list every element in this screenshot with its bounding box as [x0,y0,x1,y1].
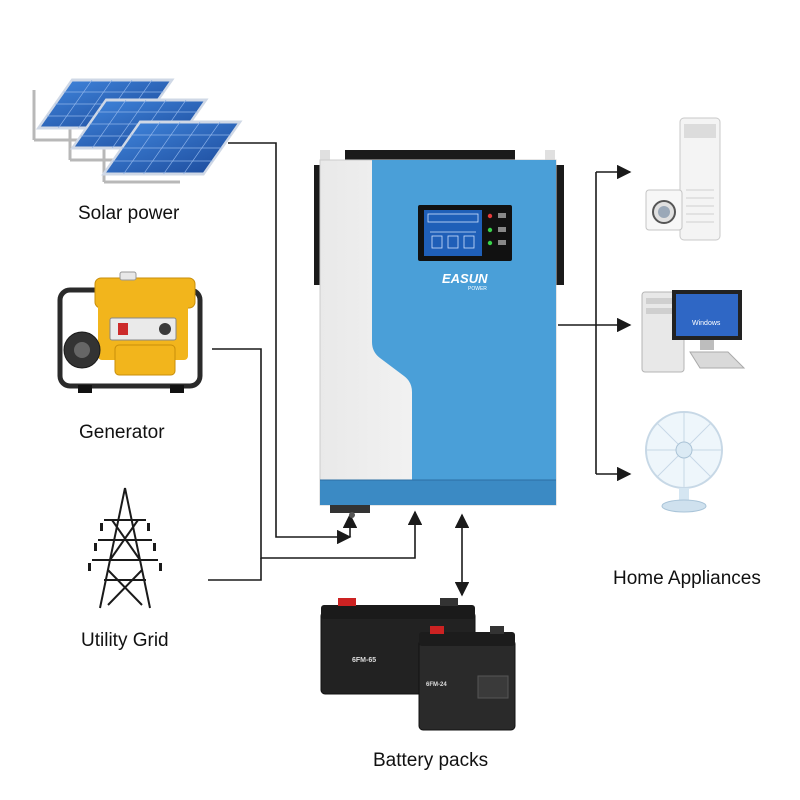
solar-power-label: Solar power [78,203,180,224]
inverter-lcd-screen [424,210,482,256]
generator-icon [57,271,203,393]
generator-label: Generator [79,422,165,443]
battery-packs-label: Battery packs [373,750,489,771]
air-conditioner-icon [679,117,721,241]
battery-large-model: 6FM-65 [352,657,376,664]
utility-grid-label: Utility Grid [81,630,169,651]
utility-tower-icon [88,487,162,609]
connection-lines [208,142,632,597]
inverter-brand: EASUN [442,271,488,286]
washing-machine-icon [645,189,683,231]
solar-panels-icon [32,78,243,184]
battery-small-icon: 6FM-24 [418,626,516,731]
computer-icon: Windows [641,290,746,373]
line-solar [228,142,352,545]
inverter-unit: EASUN POWER [314,150,564,518]
home-appliances-label: Home Appliances [613,568,761,589]
line-grid [208,558,262,581]
windows-label: Windows [692,320,721,327]
fan-icon [645,411,723,513]
inverter-brand-sub: POWER [468,286,487,292]
battery-small-model: 6FM-24 [426,682,447,688]
solar-panel [101,120,243,176]
